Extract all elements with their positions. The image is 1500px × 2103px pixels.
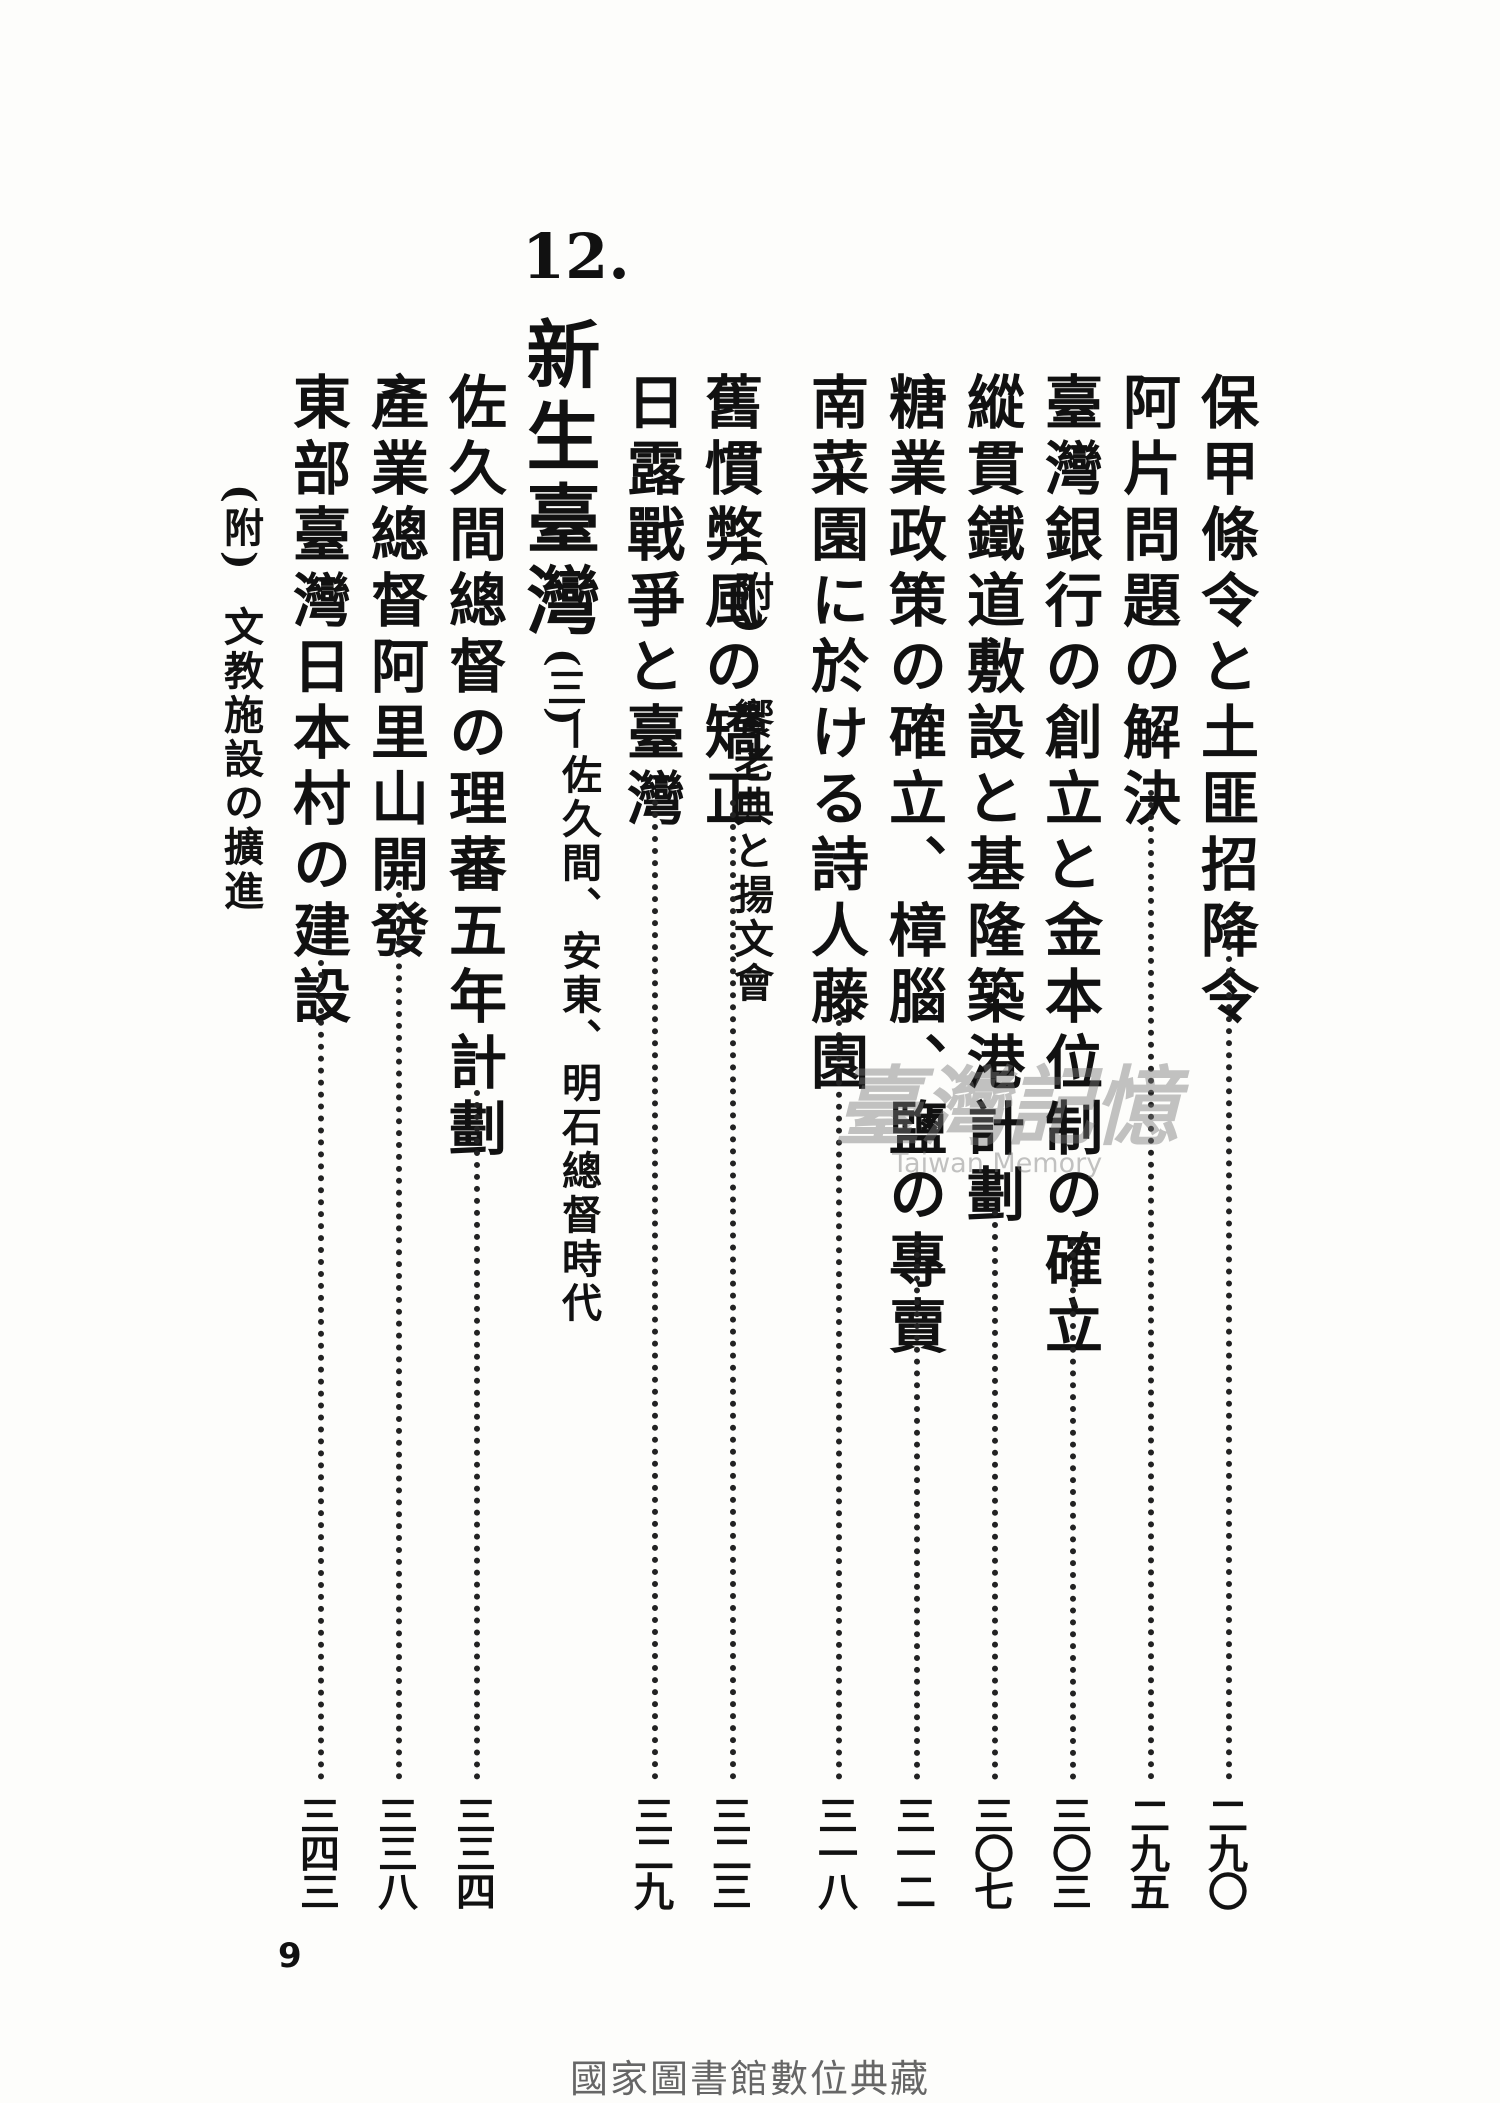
dot-leader xyxy=(474,1090,480,1780)
sub-prefix: (附) xyxy=(727,548,774,638)
entry-page: 三四三 xyxy=(293,1795,340,1909)
sub-prefix: (附) xyxy=(217,484,264,574)
entry-page: 三〇七 xyxy=(967,1795,1014,1909)
chapter-number: 12. xyxy=(522,220,630,293)
dot-leader xyxy=(914,1240,920,1780)
dot-leader xyxy=(1070,1240,1076,1780)
entry-title: 產業總督阿里山開發 xyxy=(361,372,429,966)
entry-page: 三一八 xyxy=(811,1795,858,1909)
entry-page: 三一二 xyxy=(889,1795,936,1909)
sub-title: 文教施設の擴進 xyxy=(217,606,264,914)
watermark-main: 臺灣記憶 xyxy=(835,1057,1179,1158)
dot-leader xyxy=(1148,790,1154,1780)
dot-leader xyxy=(730,800,736,1780)
entry-page: 三二九 xyxy=(627,1795,674,1909)
entry-title: 糖業政策の確立、樟腦、鹽の專賣 xyxy=(879,372,947,1362)
entry-title: 佐久間總督の理蕃五年計劃 xyxy=(439,372,507,1164)
entry-title: 舊慣弊風の矯正 xyxy=(695,372,763,834)
dot-leader xyxy=(1226,920,1232,1780)
entry-page: 三三四 xyxy=(449,1795,496,1909)
entry-page: 三二三 xyxy=(705,1795,752,1909)
entry-title: 日露戰爭と臺灣 xyxy=(617,372,685,834)
watermark: 臺灣記憶 Taiwan Memory xyxy=(772,1057,1242,1180)
entry-title: 縱貫鐵道敷設と基隆築港計劃 xyxy=(957,372,1025,1230)
dot-leader xyxy=(992,1210,998,1780)
chapter-period-text: —佐久間、安東、明石總督時代 xyxy=(555,710,602,1326)
entry-title: 東部臺灣日本村の建設 xyxy=(283,372,351,1032)
entry-page: 二九五 xyxy=(1123,1795,1170,1909)
library-footer: 國家圖書館數位典藏 xyxy=(569,2057,930,2101)
watermark-sub: Taiwan Memory xyxy=(892,1148,1103,1179)
dot-leader xyxy=(652,800,658,1780)
entry-title: 阿片問題の解決 xyxy=(1113,372,1181,834)
entry-title: 保甲條令と土匪招降令 xyxy=(1191,372,1259,1032)
entry-page: 二九〇 xyxy=(1201,1795,1248,1909)
dot-leader xyxy=(836,1020,842,1780)
dot-leader xyxy=(396,880,402,1780)
chapter-title: 新生臺灣 xyxy=(514,316,600,644)
entry-page: 三〇三 xyxy=(1045,1795,1092,1909)
entry-title: 南菜園に於ける詩人藤園 xyxy=(801,372,869,1098)
dot-leader xyxy=(318,960,324,1780)
entry-page: 三三八 xyxy=(371,1795,418,1909)
entry-title: 臺灣銀行の創立と金本位制の確立 xyxy=(1035,372,1103,1362)
chapter-period-paren: (三) xyxy=(540,648,587,726)
page-number: 9 xyxy=(278,1936,302,1976)
